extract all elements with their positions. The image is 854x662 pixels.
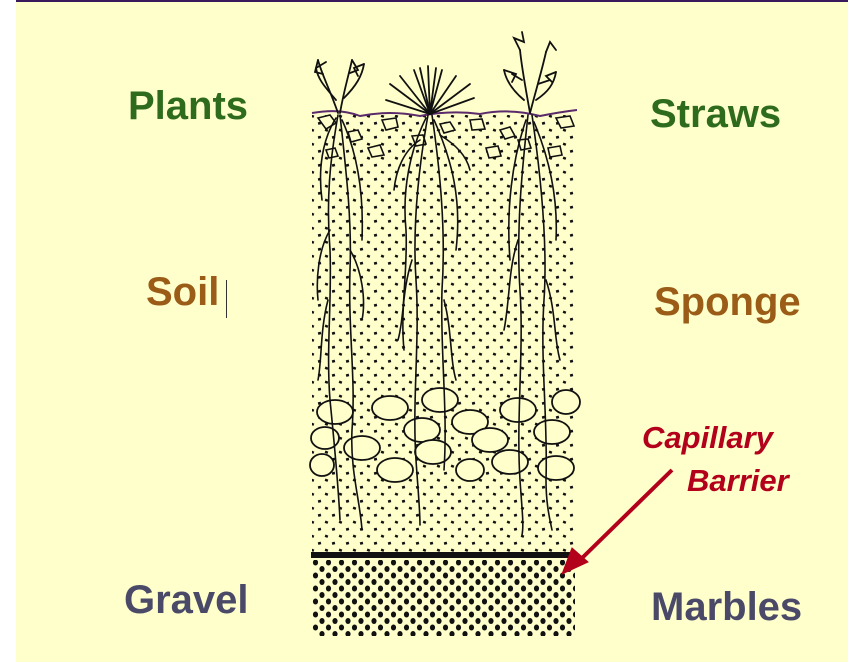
barrier-arrow <box>562 470 672 574</box>
left-margin <box>0 0 16 662</box>
plant-left <box>315 60 364 113</box>
label-plants: Plants <box>128 84 248 129</box>
label-marbles: Marbles <box>651 585 802 630</box>
capillary-barrier-line <box>311 552 573 558</box>
label-barrier: Barrier <box>687 463 789 499</box>
label-gravel: Gravel <box>124 578 249 623</box>
plant-middle <box>386 66 474 114</box>
label-soil: Soil <box>146 270 219 315</box>
label-sponge: Sponge <box>654 280 801 325</box>
text-cursor <box>226 280 227 318</box>
label-capillary: Capillary <box>642 420 773 456</box>
gravel-layer <box>312 560 575 636</box>
right-margin <box>848 0 854 662</box>
plant-right <box>504 32 556 113</box>
label-straws: Straws <box>650 92 781 137</box>
